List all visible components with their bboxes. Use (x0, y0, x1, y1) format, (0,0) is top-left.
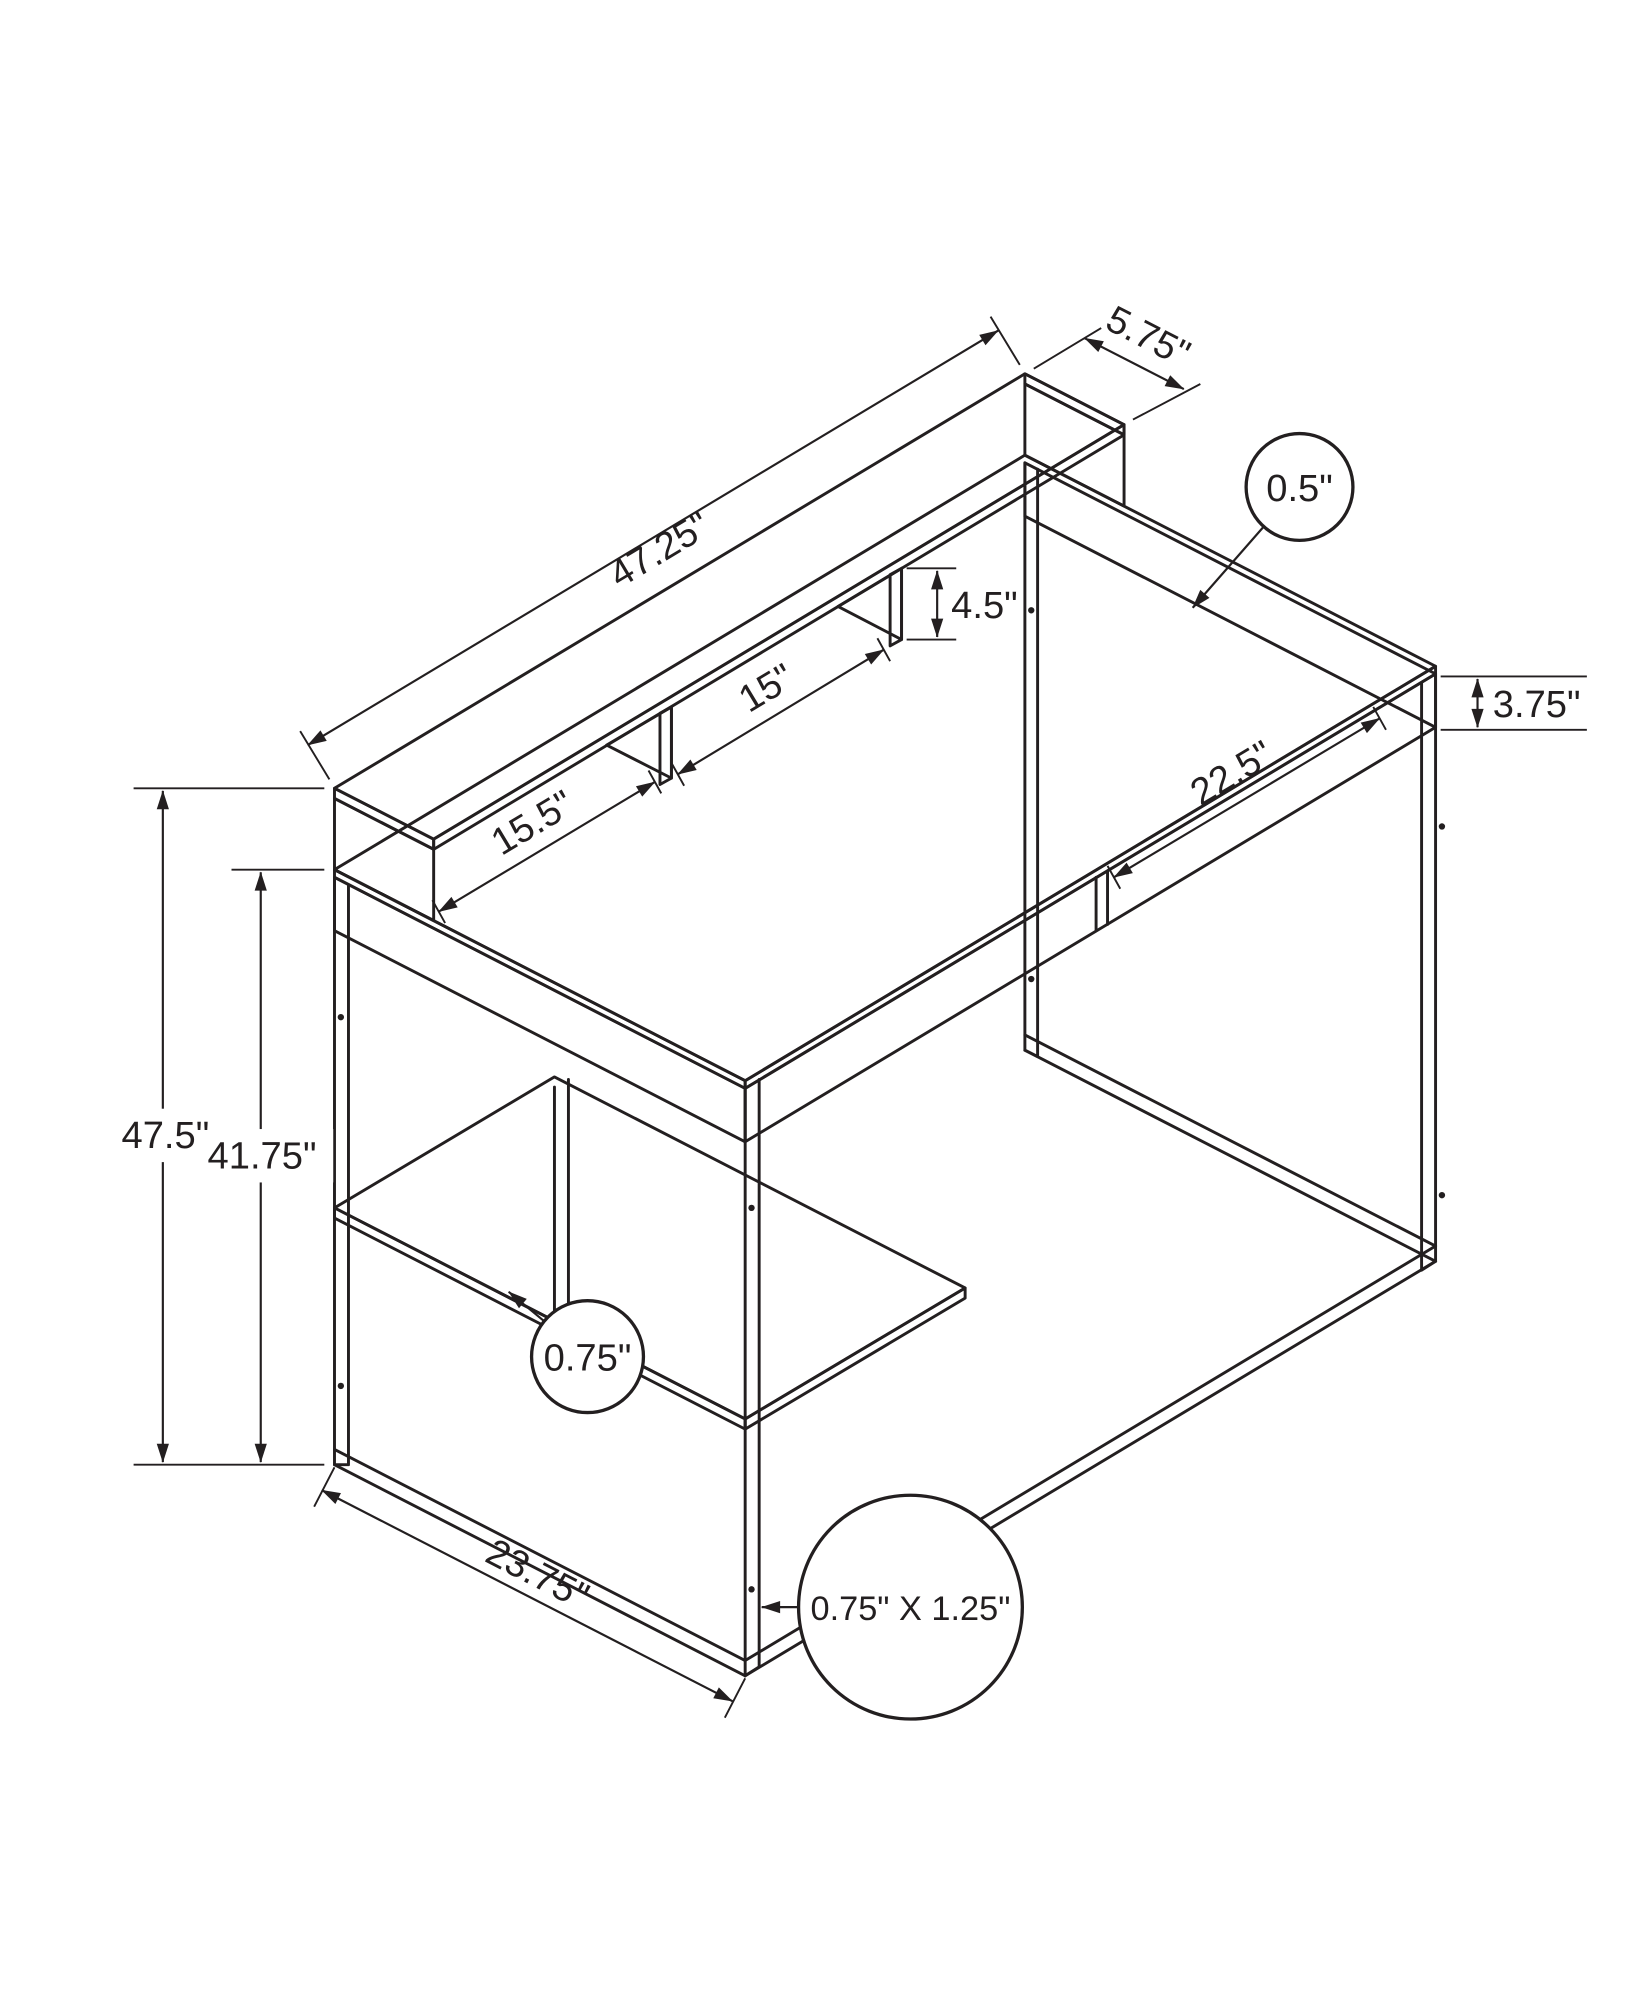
desktop-thickness-label: 0.5" (1266, 467, 1333, 510)
dimension-lines (133, 316, 1587, 1719)
label-mask-desktop-height (190, 1129, 334, 1183)
dim-left-opening (438, 781, 656, 913)
callout-circle-shelf-thickness (529, 1299, 646, 1415)
base-depth-label: 23.75" (479, 1530, 596, 1618)
apron-frame (333, 461, 1438, 1144)
overall-height-label: 47.5" (122, 1114, 210, 1157)
dim-cubby-opening (677, 648, 885, 776)
rail-height-label: 3.75" (1493, 683, 1581, 726)
cubby-height-label: 4.5" (951, 584, 1018, 627)
dim-right-opening (1113, 717, 1381, 879)
dim-base-depth (321, 1489, 734, 1703)
leader-shelf-thickness (507, 1290, 547, 1324)
callout-circle-desktop-thickness (1244, 431, 1355, 543)
side-shelf (333, 1075, 967, 1431)
dim-riser-depth (1084, 337, 1185, 391)
desk-drawing (333, 372, 1446, 1678)
desktop-height-label: 41.75" (208, 1134, 317, 1177)
left-opening-label: 15.5" (484, 782, 581, 864)
riser-length-label: 47.25" (602, 504, 718, 597)
riser-end-supports (333, 382, 1126, 922)
dimension-labels: 47.25" 5.75" 0.5" 4.5" 15" 15.5" 22.5" 3… (122, 298, 1581, 1628)
riser-depth-label: 5.75" (1099, 298, 1197, 376)
leg-cross-section-label: 0.75" X 1.25" (811, 1590, 1011, 1628)
right-opening-label: 22.5" (1183, 732, 1280, 814)
dim-riser-length (307, 329, 999, 746)
shelf-thickness-label: 0.75" (544, 1337, 632, 1380)
leader-desktop-thickness (1191, 525, 1265, 609)
callout-circle-leg-cross-section (796, 1493, 1024, 1721)
